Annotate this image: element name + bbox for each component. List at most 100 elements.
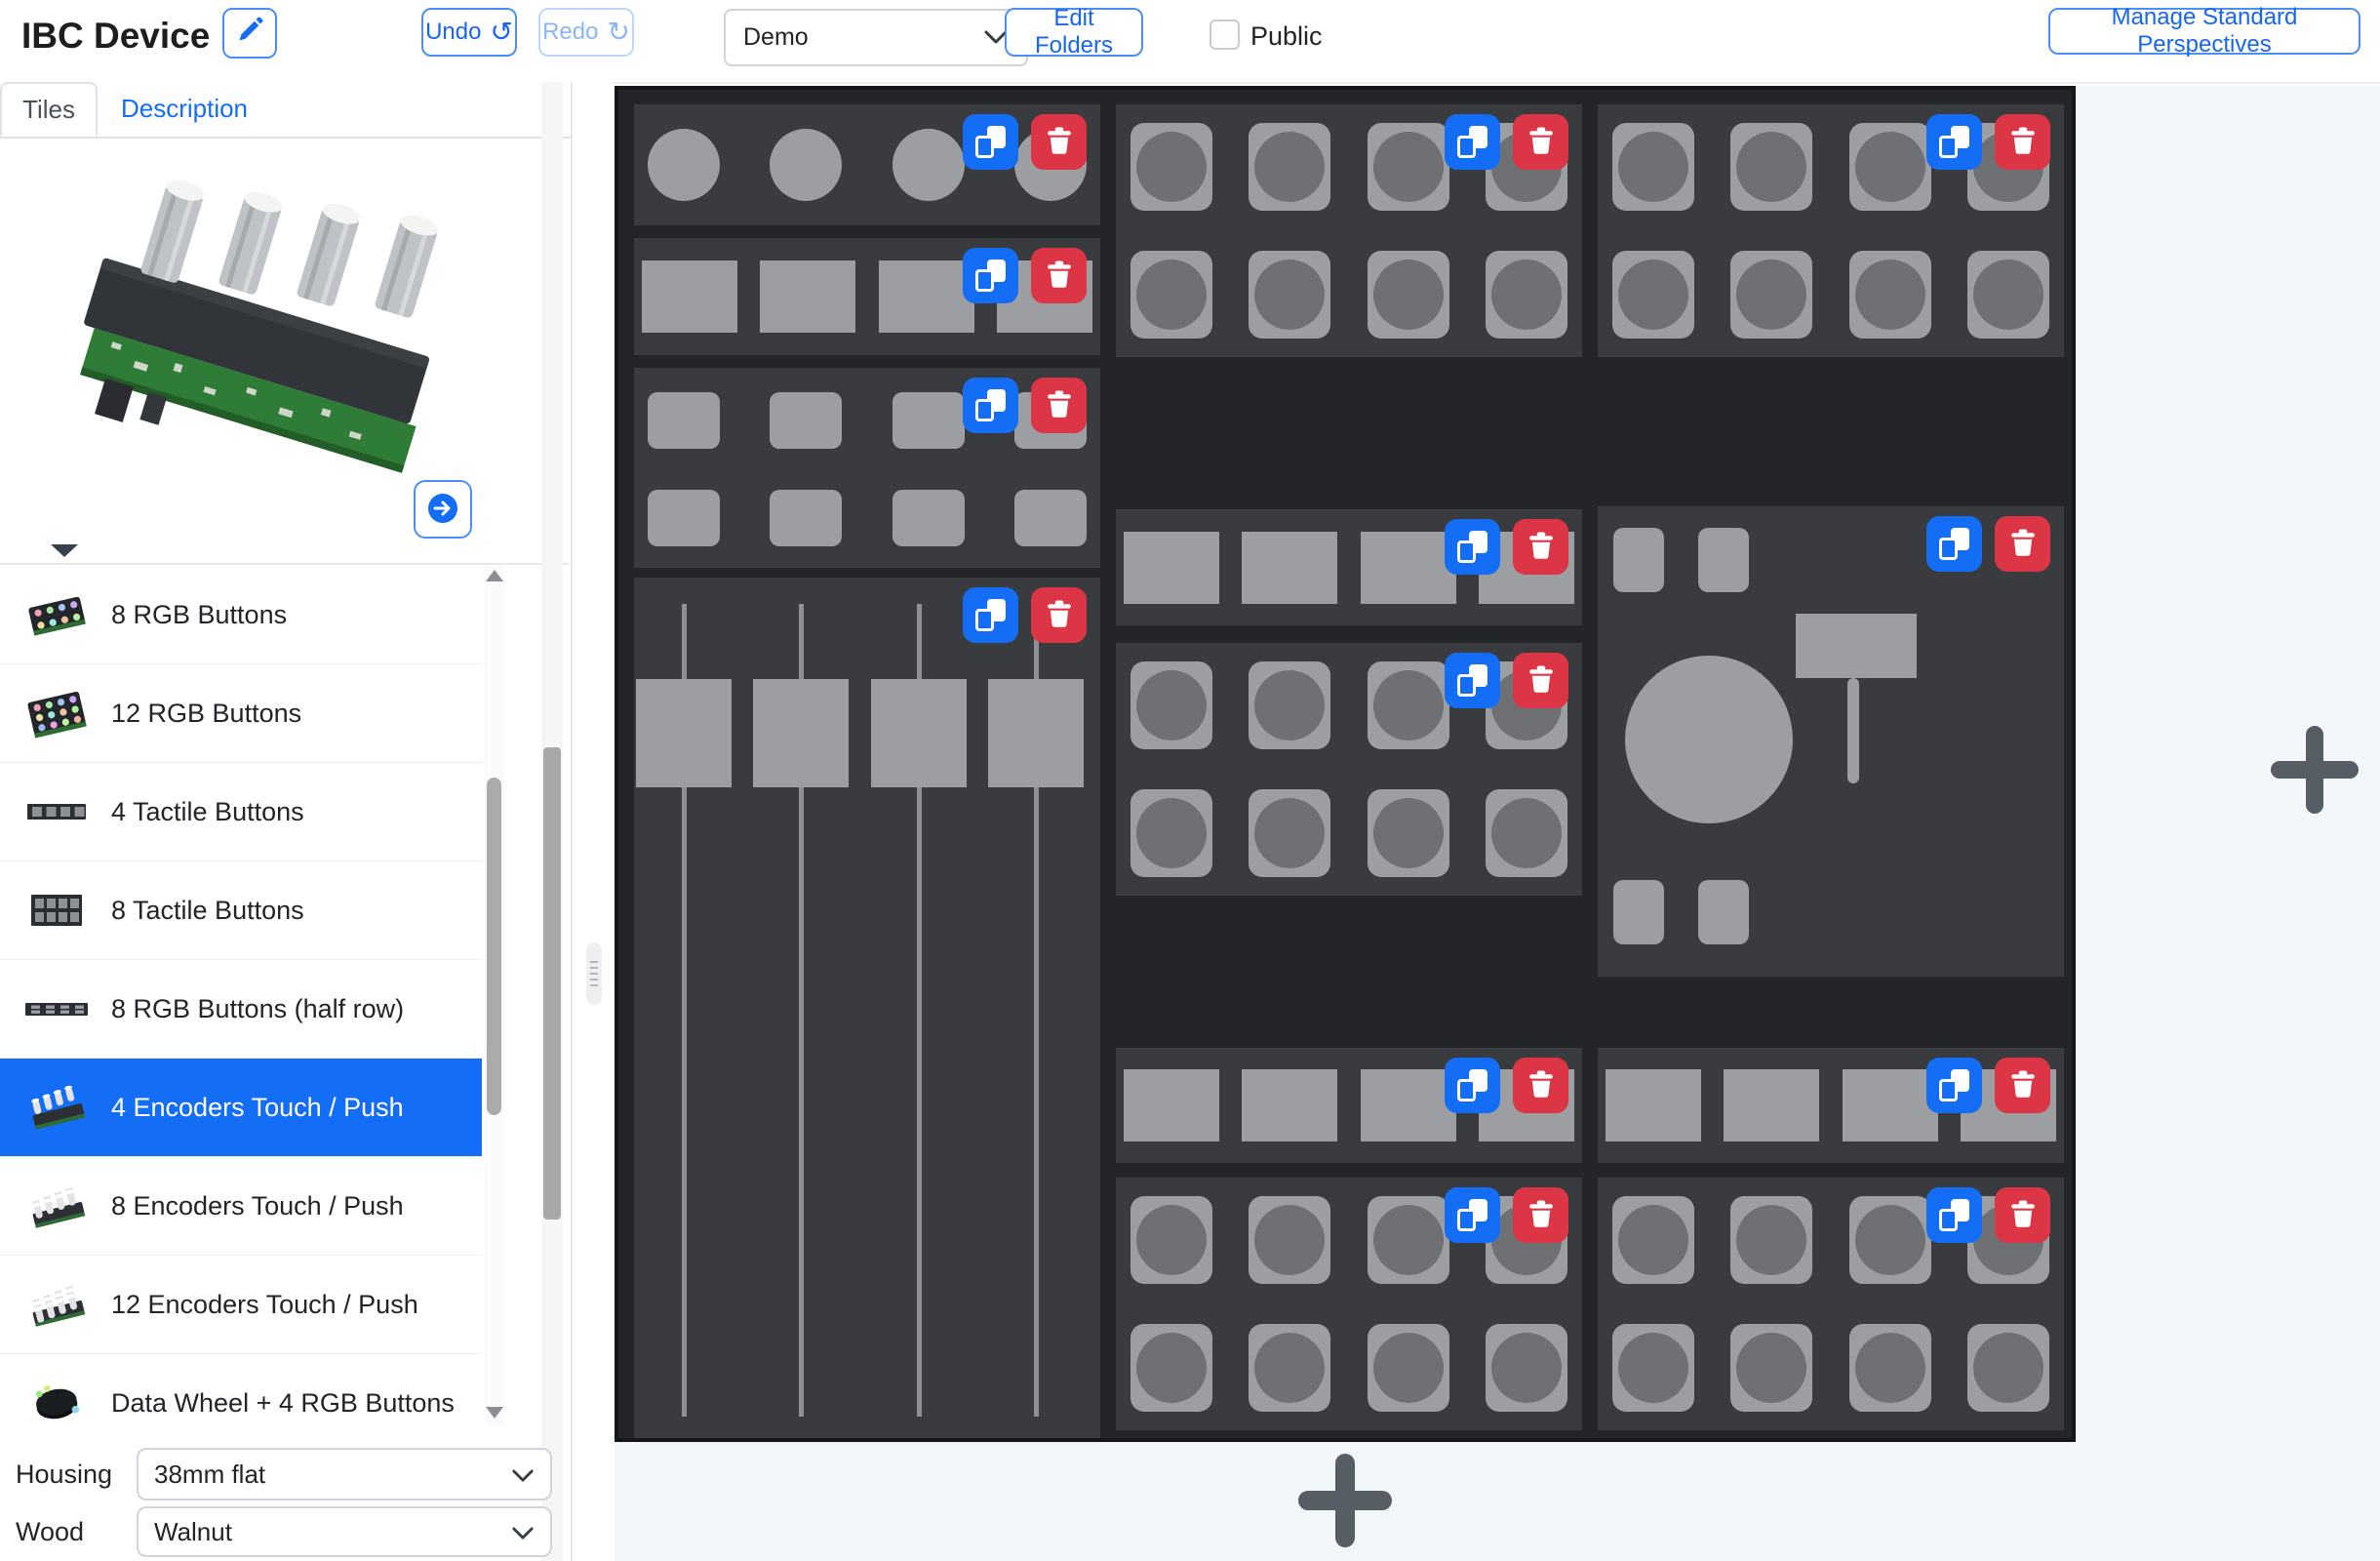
fader-handle[interactable] bbox=[871, 679, 967, 787]
fader-handle[interactable] bbox=[636, 679, 732, 787]
rgb-button[interactable] bbox=[1367, 1196, 1449, 1284]
tile-rgb-8[interactable] bbox=[1598, 1178, 2064, 1430]
copy-tile-button[interactable] bbox=[1926, 114, 1982, 170]
tab-tiles[interactable]: Tiles bbox=[0, 82, 98, 137]
rgb-button[interactable] bbox=[1130, 661, 1212, 749]
list-item[interactable]: 8 RGB Buttons (half row) bbox=[0, 960, 482, 1059]
delete-tile-button[interactable] bbox=[1513, 653, 1568, 708]
encoder-knob[interactable] bbox=[648, 129, 720, 201]
rgb-button[interactable] bbox=[1367, 789, 1449, 877]
delete-tile-button[interactable] bbox=[1995, 516, 2050, 572]
pitch-bar[interactable] bbox=[1796, 614, 1917, 678]
rgb-button[interactable] bbox=[1612, 1196, 1694, 1284]
wood-select[interactable]: Walnut bbox=[137, 1506, 552, 1557]
copy-tile-button[interactable] bbox=[1926, 1058, 1982, 1113]
tactile-button[interactable] bbox=[1242, 1069, 1338, 1141]
redo-button[interactable]: Redo ↻ bbox=[538, 8, 634, 57]
tactile-button[interactable] bbox=[760, 260, 856, 333]
rgb-button[interactable] bbox=[1966, 251, 2049, 339]
tile-squares-8[interactable] bbox=[634, 368, 1100, 568]
rgb-button[interactable] bbox=[1698, 528, 1749, 592]
delete-tile-button[interactable] bbox=[1995, 114, 2050, 170]
list-item[interactable]: 8 Tactile Buttons bbox=[0, 861, 482, 960]
delete-tile-button[interactable] bbox=[1513, 114, 1568, 170]
rgb-button[interactable] bbox=[1485, 789, 1567, 877]
fader[interactable] bbox=[871, 578, 967, 1438]
resizer-handle-icon[interactable] bbox=[586, 942, 602, 1005]
tactile-button[interactable] bbox=[770, 392, 843, 449]
rgb-button[interactable] bbox=[1848, 123, 1931, 211]
edit-folders-button[interactable]: Edit Folders bbox=[1005, 5, 1143, 59]
copy-tile-button[interactable] bbox=[963, 587, 1018, 643]
add-column-button[interactable] bbox=[2271, 726, 2359, 814]
manage-standard-perspectives-button[interactable]: Manage Standard Perspectives bbox=[2048, 4, 2360, 58]
rgb-button[interactable] bbox=[1730, 123, 1813, 211]
tactile-button[interactable] bbox=[1124, 1069, 1219, 1141]
scroll-down-icon[interactable] bbox=[486, 1407, 503, 1419]
rgb-button[interactable] bbox=[1613, 880, 1664, 944]
tactile-button[interactable] bbox=[892, 490, 965, 546]
list-item[interactable]: Data Wheel + 4 RGB Buttons bbox=[0, 1354, 482, 1424]
tactile-button[interactable] bbox=[1242, 531, 1338, 604]
rgb-button[interactable] bbox=[1249, 661, 1331, 749]
delete-tile-button[interactable] bbox=[1513, 519, 1568, 575]
copy-tile-button[interactable] bbox=[1926, 516, 1982, 572]
tile-encoders-4[interactable] bbox=[634, 104, 1100, 225]
tile-buttons-4[interactable] bbox=[1116, 509, 1582, 625]
data-wheel[interactable] bbox=[1625, 656, 1793, 823]
rgb-button[interactable] bbox=[1730, 1324, 1813, 1412]
undo-button[interactable]: Undo ↺ bbox=[421, 8, 517, 57]
delete-tile-button[interactable] bbox=[1031, 378, 1087, 433]
rgb-button[interactable] bbox=[1612, 123, 1694, 211]
rgb-button[interactable] bbox=[1485, 1324, 1567, 1412]
tile-buttons-4[interactable] bbox=[634, 238, 1100, 355]
rgb-button[interactable] bbox=[1485, 251, 1567, 339]
tile-buttons-4[interactable] bbox=[1116, 1048, 1582, 1163]
rgb-button[interactable] bbox=[1249, 789, 1331, 877]
rgb-button[interactable] bbox=[1249, 1196, 1331, 1284]
delete-tile-button[interactable] bbox=[1995, 1058, 2050, 1113]
tactile-button[interactable] bbox=[1724, 1069, 1820, 1141]
fader[interactable] bbox=[753, 578, 849, 1438]
list-item[interactable]: 8 RGB Buttons bbox=[0, 566, 482, 664]
tactile-button[interactable] bbox=[1606, 1069, 1701, 1141]
tile-buttons-4[interactable] bbox=[1598, 1048, 2064, 1163]
copy-tile-button[interactable] bbox=[963, 378, 1018, 433]
rgb-button[interactable] bbox=[1249, 123, 1331, 211]
tile-rgb-8[interactable] bbox=[1116, 643, 1582, 896]
rgb-button[interactable] bbox=[1367, 661, 1449, 749]
rgb-button[interactable] bbox=[1848, 1324, 1931, 1412]
tactile-button[interactable] bbox=[1124, 531, 1219, 604]
copy-tile-button[interactable] bbox=[963, 114, 1018, 170]
tile-rgb-8[interactable] bbox=[1598, 104, 2064, 357]
encoder-knob[interactable] bbox=[770, 129, 843, 201]
rgb-button[interactable] bbox=[1130, 1324, 1212, 1412]
perspective-select[interactable]: Demo bbox=[724, 9, 1028, 66]
rgb-button[interactable] bbox=[1848, 251, 1931, 339]
tab-description[interactable]: Description bbox=[120, 93, 249, 123]
delete-tile-button[interactable] bbox=[1995, 1187, 2050, 1243]
rgb-button[interactable] bbox=[1249, 1324, 1331, 1412]
tactile-button[interactable] bbox=[1013, 490, 1087, 546]
rgb-button[interactable] bbox=[1612, 251, 1694, 339]
housing-select[interactable]: 38mm flat bbox=[137, 1448, 552, 1501]
copy-tile-button[interactable] bbox=[1445, 519, 1500, 575]
fader[interactable] bbox=[988, 578, 1084, 1438]
rgb-button[interactable] bbox=[1698, 880, 1749, 944]
delete-tile-button[interactable] bbox=[1031, 587, 1087, 643]
sidebar-scrollbar[interactable] bbox=[541, 82, 563, 1561]
open-image-button[interactable] bbox=[414, 480, 472, 539]
list-item[interactable]: 12 RGB Buttons bbox=[0, 664, 482, 763]
tactile-button[interactable] bbox=[648, 490, 720, 546]
copy-tile-button[interactable] bbox=[1926, 1187, 1982, 1243]
list-item[interactable]: 4 Tactile Buttons bbox=[0, 763, 482, 861]
tactile-button[interactable] bbox=[878, 260, 974, 333]
copy-tile-button[interactable] bbox=[1445, 114, 1500, 170]
list-item[interactable]: 4 Encoders Touch / Push bbox=[0, 1059, 482, 1157]
tactile-button[interactable] bbox=[770, 490, 843, 546]
rgb-button[interactable] bbox=[1130, 789, 1212, 877]
tactile-button[interactable] bbox=[1360, 531, 1456, 604]
rgb-button[interactable] bbox=[1730, 1196, 1813, 1284]
tile-faders-4[interactable] bbox=[634, 578, 1100, 1438]
rgb-button[interactable] bbox=[1130, 1196, 1212, 1284]
